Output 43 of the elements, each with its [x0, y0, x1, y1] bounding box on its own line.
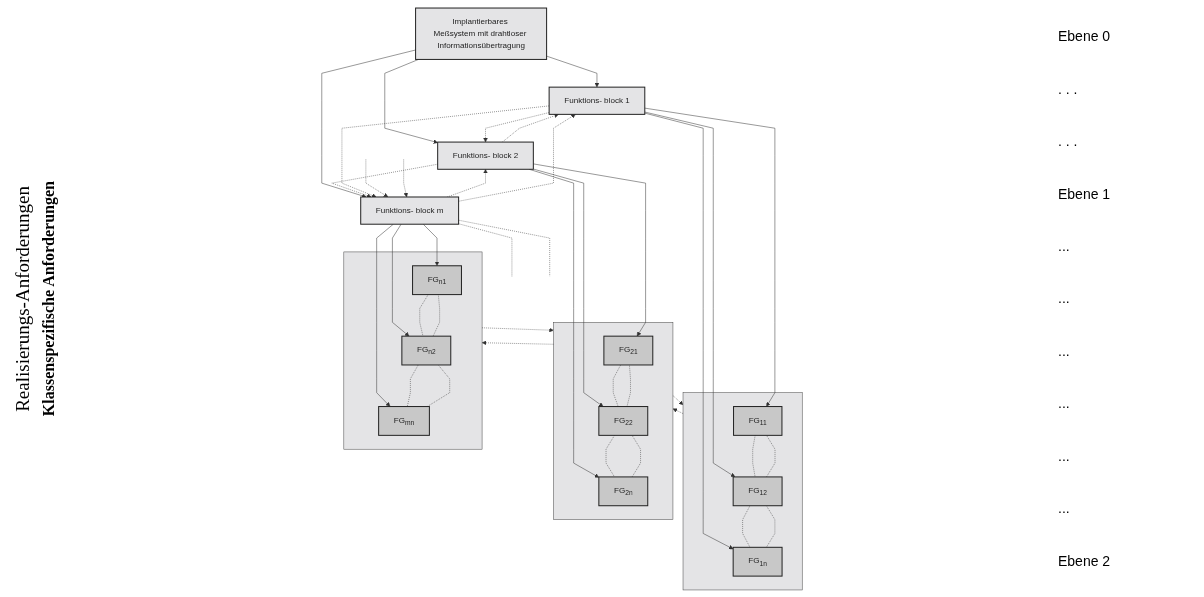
level-label: Ebene 1: [1058, 185, 1112, 202]
node-box: FG$_{12}$: [732, 475, 783, 506]
node-box: Funktions- block m: [360, 196, 460, 225]
connector-line: [612, 364, 621, 407]
axis-caption: Realisierungs-Anforderungen: [12, 185, 34, 412]
ellipsis: ...: [1058, 395, 1071, 412]
node-box: FG$_{n2}$: [401, 335, 452, 365]
ellipsis: ...: [1058, 500, 1071, 517]
connector-line: [605, 434, 615, 477]
connector-line: [626, 364, 631, 407]
node-box: FG$_{1n}$: [732, 546, 783, 577]
node-box: FG$_{mn}$: [378, 405, 430, 436]
node-box: Funktions- block 1: [548, 86, 646, 115]
connector-line: [458, 223, 513, 277]
connector-line: [419, 293, 429, 336]
connector-line: [752, 434, 756, 477]
level-label: Ebene 0: [1058, 28, 1112, 45]
node-box: Funktions- block 2: [437, 141, 534, 170]
node-box: FG$_{11}$: [733, 405, 783, 436]
connector-line: [631, 434, 641, 477]
ellipsis: . . .: [1058, 133, 1079, 150]
connector-line: [407, 364, 419, 407]
cluster: [343, 251, 483, 449]
node-box: FG$_{21}$: [603, 335, 654, 365]
ellipsis: . . .: [1058, 80, 1079, 97]
ellipsis: ...: [1058, 342, 1071, 359]
cluster: [553, 321, 674, 520]
axis-caption: Klassenspezifische Anforderungen: [40, 180, 58, 417]
connector-line: [427, 364, 450, 407]
node-box: FG$_{n1}$: [412, 264, 462, 295]
node-box: FG$_{22}$: [598, 405, 649, 436]
node-box: Implantierbares Meßsystem mit drahtloser Informationsübertragung: [415, 7, 548, 60]
connector-line: [766, 505, 776, 548]
connector-line: [458, 219, 550, 277]
connector-line: [432, 293, 440, 336]
ellipsis: ...: [1058, 290, 1071, 307]
ellipsis: ...: [1058, 447, 1071, 464]
connector-line: [742, 505, 751, 548]
ellipsis: ...: [1058, 238, 1071, 255]
node-box: FG$_{2n}$: [598, 475, 649, 506]
connector-line: [766, 434, 776, 477]
level-label: Ebene 2: [1058, 552, 1112, 569]
cluster: [682, 391, 803, 590]
